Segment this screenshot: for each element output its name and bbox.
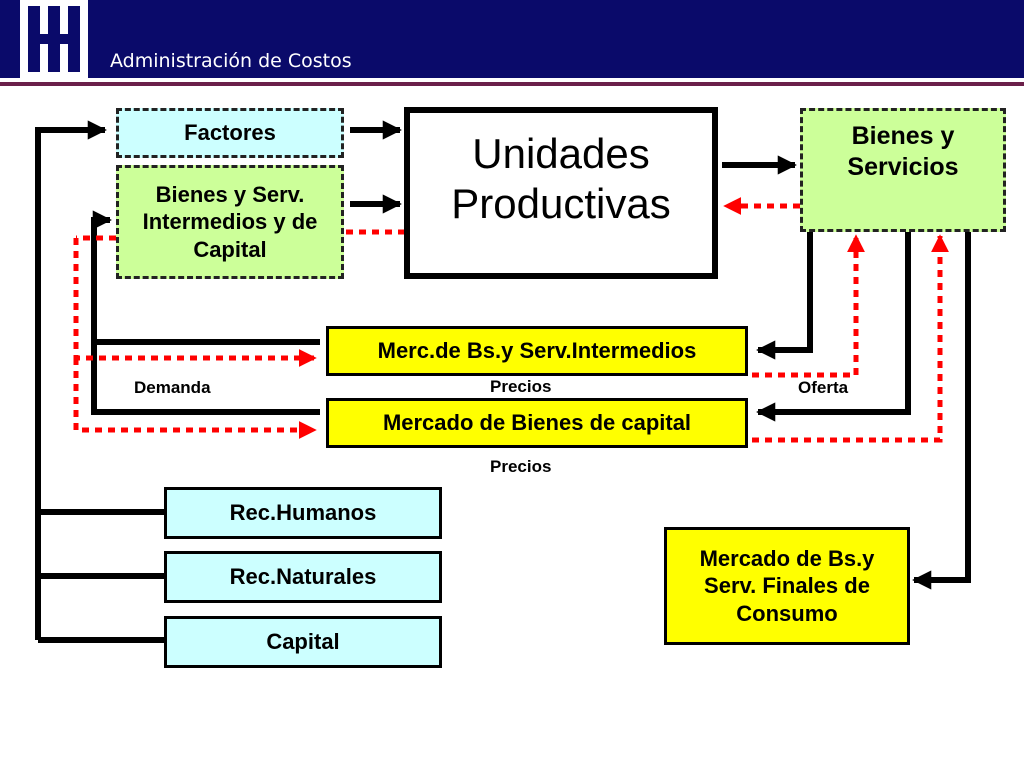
header-divider	[0, 82, 1024, 86]
arrow-factores-loop	[35, 120, 107, 640]
merc-bienes-capital-label: Mercado de Bienes de capital	[382, 410, 692, 436]
factores-box: Factores	[116, 108, 344, 158]
header-title: Administración de Costos	[110, 50, 352, 72]
rec-humanos-box: Rec.Humanos	[164, 487, 442, 539]
merc-intermedios-box: Merc.de Bs.y Serv.Intermedios	[326, 326, 748, 376]
unidades-productivas-label: Unidades Productivas	[451, 130, 671, 228]
bienes-y-servicios-label: Bienes y Servicios	[847, 122, 959, 182]
arrow-capital-demanda	[91, 210, 320, 415]
price-arrow-oferta-intermedios	[752, 234, 865, 378]
rec-naturales-box: Rec.Naturales	[164, 551, 442, 603]
mercado-finales-box: Mercado de Bs.y Serv. Finales de Consumo	[664, 527, 910, 645]
mercado-finales-label: Mercado de Bs.y Serv. Finales de Consumo	[699, 545, 875, 626]
rec-humanos-label: Rec.Humanos	[229, 500, 377, 526]
arrow-oferta-capital	[756, 232, 911, 422]
factores-label: Factores	[184, 120, 276, 145]
bienes-y-servicios-box: Bienes y Servicios	[800, 108, 1006, 232]
merc-intermedios-label: Merc.de Bs.y Serv.Intermedios	[377, 338, 697, 364]
price-arrow-demanda-capital	[73, 358, 317, 439]
capital-box: Capital	[164, 616, 442, 668]
header-bar	[0, 0, 1024, 78]
arrow-oferta-finales	[912, 232, 971, 590]
demanda-label: Demanda	[134, 378, 211, 397]
rec-naturales-label: Rec.Naturales	[229, 564, 377, 590]
merc-bienes-capital-box: Mercado de Bienes de capital	[326, 398, 748, 448]
oferta-label: Oferta	[798, 378, 849, 397]
unidades-productivas-box: Unidades Productivas	[404, 107, 718, 279]
utn-logo-icon	[20, 0, 88, 78]
price-arrow-oferta-capital	[752, 234, 949, 443]
precios-label-capital: Precios	[490, 457, 552, 476]
bienes-serv-intermedios-box: Bienes y Serv. Intermedios y de Capital	[116, 165, 344, 279]
precios-label-intermedios: Precios	[490, 377, 552, 396]
capital-label: Capital	[266, 629, 340, 655]
arrow-oferta-intermedios	[756, 232, 813, 360]
bienes-serv-intermedios-label: Bienes y Serv. Intermedios y de Capital	[142, 181, 318, 262]
